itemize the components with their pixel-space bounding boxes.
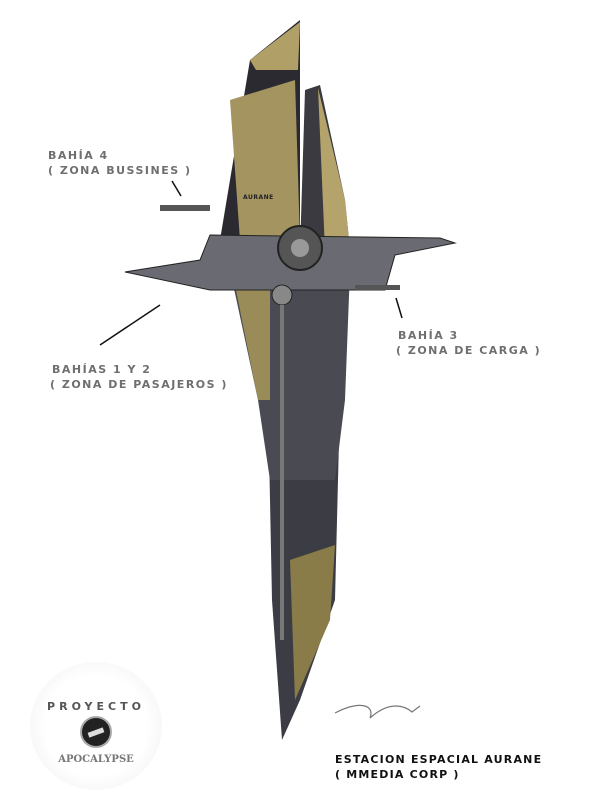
bay12-subtitle: ( ZONA DE PASAJEROS ) (50, 378, 228, 391)
bay3-subtitle: ( ZONA DE CARGA ) (396, 344, 542, 357)
proyecto-apocalypse-logo: PROYECTO APOCALYPSE (30, 662, 162, 790)
artist-signature (334, 704, 421, 719)
lower-fin (290, 545, 335, 700)
arrow-bay3 (395, 297, 403, 319)
bay3-dock (355, 285, 400, 290)
logo-emblem-icon (80, 716, 112, 748)
hub-core (291, 239, 309, 257)
ship-marking: AURANE (243, 194, 274, 201)
bay4-title: BAHÍA 4 (48, 149, 109, 162)
caption-title: ESTACION ESPACIAL AURANE (335, 753, 543, 766)
bay4-dock (160, 205, 210, 211)
bay4-subtitle: ( ZONA BUSSINES ) (48, 164, 192, 177)
arrow-bay4 (171, 180, 182, 197)
logo-top-text: PROYECTO (47, 700, 145, 713)
body-hull-left (232, 270, 270, 400)
tower-right-hull (318, 88, 350, 250)
tower-top (250, 22, 300, 70)
arrow-bay12 (99, 304, 161, 346)
bay12-title: BAHÍAS 1 Y 2 (52, 363, 152, 376)
bay3-title: BAHÍA 3 (398, 329, 459, 342)
logo-bottom-text: APOCALYPSE (58, 754, 134, 765)
tower-front (230, 80, 300, 240)
spine-node (271, 284, 293, 306)
caption-subtitle: ( MMEDIA CORP ) (335, 768, 460, 781)
